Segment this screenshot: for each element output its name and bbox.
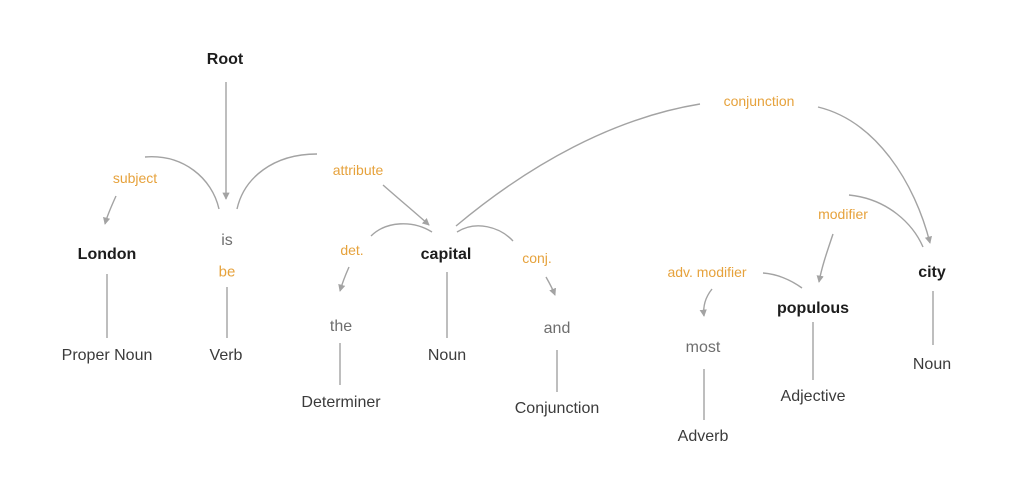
lemma-be: be — [218, 263, 236, 281]
pos-label-adjective: Adjective — [780, 388, 846, 405]
pos-label-verb: Verb — [209, 347, 243, 364]
dep-label-adv-modifier: adv. modifier — [667, 264, 747, 280]
token-the: the — [329, 318, 353, 335]
token-london: London — [77, 246, 137, 263]
edge-conjunction-arc-left — [455, 103, 701, 227]
edge-det-arrow — [338, 266, 350, 292]
edge-modifier-arc — [848, 194, 924, 248]
edge-subject-arc — [144, 156, 220, 210]
edge-attribute-arrow — [382, 184, 430, 226]
dep-label-modifier: modifier — [818, 206, 868, 222]
pos-label-adverb: Adverb — [677, 428, 729, 445]
edge-advmod-arrow — [699, 288, 713, 317]
dep-label-conj: conj. — [522, 250, 552, 266]
edge-conjunction-arrow — [817, 106, 932, 244]
token-most: most — [685, 339, 721, 356]
edge-conj-arc — [456, 225, 514, 242]
edge-det-arc — [370, 223, 433, 237]
token-is: is — [221, 232, 233, 249]
root-node: Root — [206, 51, 244, 68]
pos-label-determiner: Determiner — [301, 394, 381, 411]
edge-attribute-arc — [236, 153, 318, 210]
pos-label-proper-noun: Proper Noun — [61, 347, 153, 364]
dep-label-attribute: attribute — [332, 162, 384, 178]
dep-label-det: det. — [340, 242, 364, 258]
token-city: city — [918, 264, 946, 281]
edge-advmod-arc — [762, 272, 803, 289]
edge-modifier-arrow — [816, 233, 834, 283]
pos-label-noun-1: Noun — [427, 347, 467, 364]
token-and: and — [543, 320, 571, 337]
pos-label-noun-2: Noun — [912, 356, 952, 373]
dep-label-subject: subject — [112, 170, 158, 186]
dep-label-conjunction: conjunction — [723, 93, 795, 109]
token-capital: capital — [420, 246, 472, 263]
edge-subject-arrow — [103, 195, 117, 225]
pos-label-conjunction: Conjunction — [514, 400, 600, 417]
token-populous: populous — [777, 300, 849, 317]
edge-conj-arrow — [545, 276, 557, 296]
